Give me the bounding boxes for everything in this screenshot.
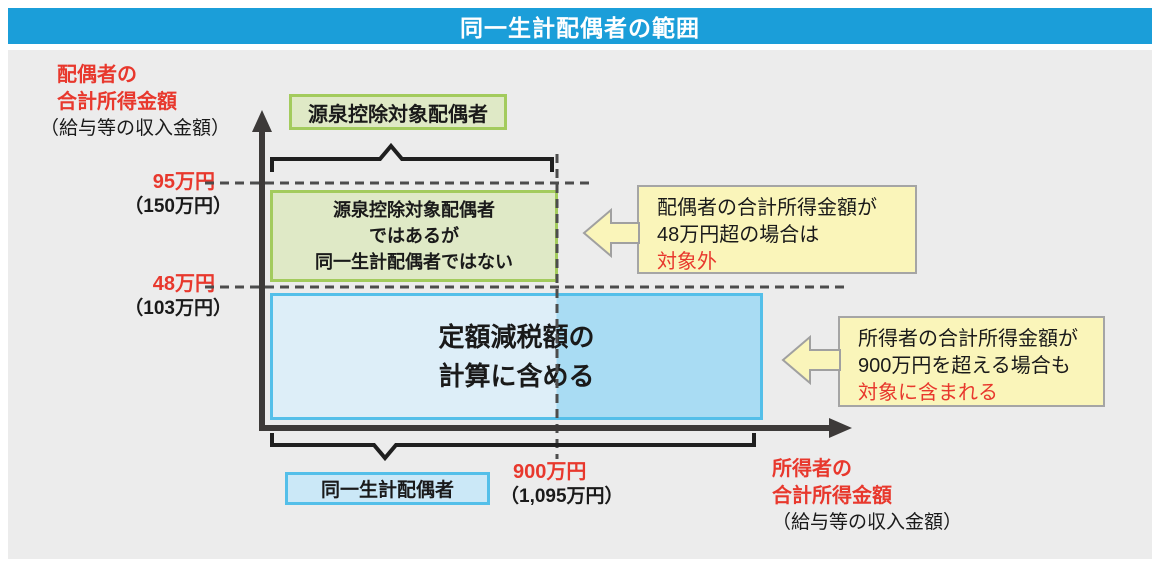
green-box-line3: 同一生計配偶者ではない bbox=[315, 252, 513, 272]
y-tick-48: 48万円 bbox=[152, 273, 215, 295]
x-axis-label-line2: 合計所得金額 bbox=[772, 485, 892, 507]
x-axis-label: 所得者の 合計所得金額 bbox=[772, 456, 892, 510]
callout2-line2: 900万円を超える場合も bbox=[858, 355, 1071, 377]
callout1-line3: 対象外 bbox=[657, 251, 717, 273]
callout1-line2: 48万円超の場合は bbox=[657, 224, 820, 246]
x-tick-1095: （1,095万円） bbox=[500, 486, 624, 507]
not-same-livelihood-box: 源泉控除対象配偶者 ではあるが 同一生計配偶者ではない bbox=[270, 190, 558, 282]
x-tick-900: 900万円 bbox=[513, 461, 587, 483]
blue-box-line2: 計算に含める bbox=[438, 360, 595, 391]
withholding-spouse-label: 源泉控除対象配偶者 bbox=[289, 94, 507, 130]
y-axis-label-line2: 合計所得金額 bbox=[57, 91, 177, 113]
tax-reduction-box: 定額減税額の 計算に含める bbox=[270, 293, 763, 420]
callout-over-48man: 配偶者の合計所得金額が 48万円超の場合は 対象外 bbox=[637, 185, 917, 274]
y-axis-label-line1: 配偶者の bbox=[57, 64, 137, 86]
blue-box-line1: 定額減税額の bbox=[438, 321, 595, 352]
page-title: 同一生計配偶者の範囲 bbox=[8, 8, 1152, 44]
x-axis-label-line1: 所得者の bbox=[772, 458, 852, 480]
same-livelihood-spouse-label: 同一生計配偶者 bbox=[285, 472, 490, 505]
y-axis-note: （給与等の収入金額） bbox=[40, 118, 231, 139]
y-tick-95: 95万円 bbox=[152, 171, 215, 193]
y-axis-label: 配偶者の 合計所得金額 bbox=[57, 62, 177, 116]
callout2-line3: 対象に含まれる bbox=[858, 382, 998, 404]
y-tick-103: （103万円） bbox=[124, 298, 232, 319]
x-axis-note: （給与等の収入金額） bbox=[772, 512, 963, 533]
green-box-line2: ではあるが bbox=[369, 226, 459, 246]
callout1-line1: 配偶者の合計所得金額が bbox=[657, 197, 877, 219]
y-tick-150: （150万円） bbox=[124, 196, 232, 217]
callout2-line1: 所得者の合計所得金額が bbox=[858, 328, 1078, 350]
green-box-line1: 源泉控除対象配偶者 bbox=[333, 200, 495, 220]
callout-over-900man: 所得者の合計所得金額が 900万円を超える場合も 対象に含まれる bbox=[838, 316, 1105, 407]
